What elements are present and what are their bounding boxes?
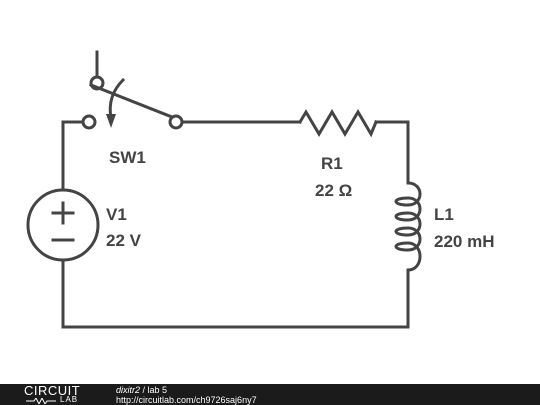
switch-arrow-head [106, 114, 116, 128]
footer-credit: dixitr2 / lab 5 [116, 385, 167, 395]
switch-sw1 [81, 50, 184, 130]
switch-arrow [108, 77, 126, 120]
circuitlab-logo[interactable]: CIRCUIT LAB [22, 383, 102, 404]
wire-bottom [61, 258, 410, 329]
footer-user-link[interactable]: dixitr2 [116, 385, 141, 395]
logo-text-bottom: LAB [60, 395, 79, 404]
inductor-value-label: 220 mH [434, 232, 494, 251]
resistor-value-label: 22 Ω [315, 181, 352, 200]
resistor-r1 [297, 109, 378, 138]
circuit-schematic: SW1 V1 22 V R1 22 Ω L1 220 mH [26, 50, 494, 329]
switch-blade [89, 83, 174, 119]
source-value-label: 22 V [106, 231, 142, 250]
switch-name-label: SW1 [109, 148, 146, 167]
switch-top-terminal [89, 75, 105, 91]
wire-top-right [374, 120, 410, 185]
logo-text-top: CIRCUIT [24, 383, 81, 398]
inductor-l1 [394, 181, 422, 272]
inductor-name-label: L1 [434, 205, 454, 224]
source-circle [26, 188, 100, 262]
wires [61, 120, 410, 329]
wire-top-left [61, 120, 84, 192]
footer-separator: / [140, 385, 148, 395]
resistor-name-label: R1 [321, 154, 343, 173]
logo-resistor-icon [26, 398, 56, 404]
footer-bar: CIRCUIT LAB dixitr2 / lab 5 http://circu… [0, 384, 540, 405]
switch-right-terminal [168, 114, 184, 130]
voltage-source-v1 [26, 188, 100, 262]
footer-url-link[interactable]: http://circuitlab.com/ch9726saj6ny7 [116, 395, 257, 405]
footer-project-link[interactable]: lab 5 [147, 385, 168, 395]
source-name-label: V1 [106, 205, 127, 224]
switch-left-terminal [81, 114, 97, 130]
